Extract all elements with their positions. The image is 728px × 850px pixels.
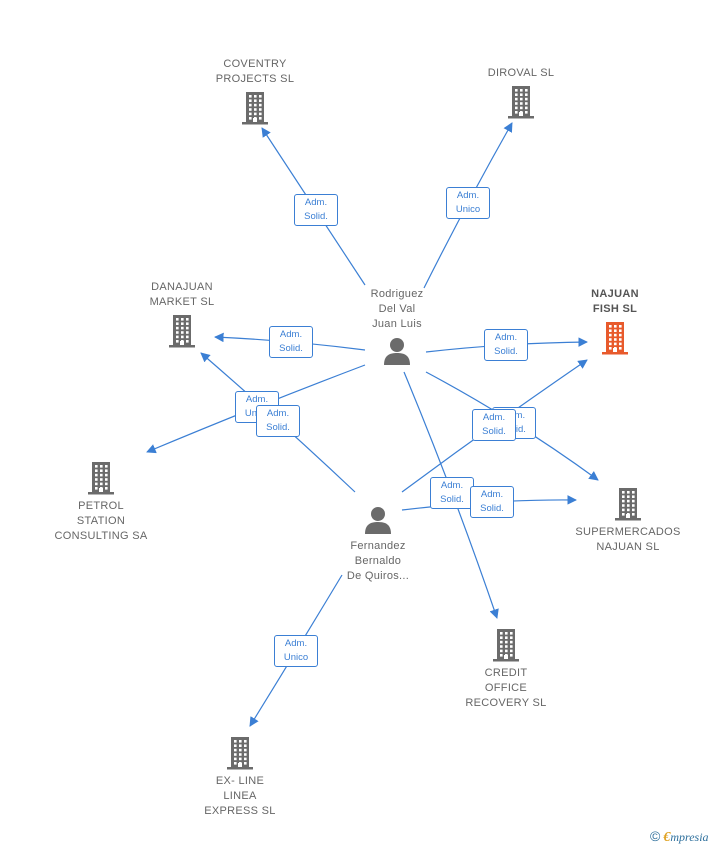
role-badge[interactable]: Adm. Solid.	[484, 329, 528, 361]
building-icon	[558, 487, 698, 521]
company-name: EX- LINE LINEA EXPRESS SL	[204, 775, 276, 817]
role-badge[interactable]: Adm. Unico	[274, 635, 318, 667]
person-node-rodriguez[interactable]: Rodriguez Del Val Juan Luis	[327, 287, 467, 366]
company-node-petrol[interactable]: PETROL STATION CONSULTING SA	[31, 461, 171, 544]
role-badge[interactable]: Adm. Solid.	[430, 477, 474, 509]
company-name: COVENTRY PROJECTS SL	[215, 58, 295, 85]
building-icon	[436, 628, 576, 662]
person-icon	[327, 336, 467, 366]
person-icon	[308, 505, 448, 535]
company-node-supermercados[interactable]: SUPERMERCADOS NAJUAN SL	[558, 487, 698, 555]
role-badge[interactable]: Adm. Solid.	[269, 326, 313, 358]
building-icon	[451, 85, 591, 119]
person-name: Fernandez Bernaldo De Quiros...	[346, 540, 410, 582]
company-name: NAJUAN FISH SL	[591, 288, 639, 315]
building-icon	[185, 91, 325, 125]
building-icon	[170, 736, 310, 770]
company-node-exline[interactable]: EX- LINE LINEA EXPRESS SL	[170, 736, 310, 819]
role-badge[interactable]: Adm. Solid.	[472, 409, 516, 441]
company-node-credit[interactable]: CREDIT OFFICE RECOVERY SL	[436, 628, 576, 711]
role-badge[interactable]: Adm. Unico	[446, 187, 490, 219]
company-node-diroval[interactable]: DIROVAL SL	[451, 66, 591, 119]
role-badge[interactable]: Adm. Solid.	[294, 194, 338, 226]
company-name: CREDIT OFFICE RECOVERY SL	[465, 667, 547, 709]
company-name: SUPERMERCADOS NAJUAN SL	[575, 526, 681, 553]
company-node-coventry[interactable]: COVENTRY PROJECTS SL	[185, 57, 325, 125]
company-node-danajuan[interactable]: DANAJUAN MARKET SL	[112, 280, 252, 348]
role-badge[interactable]: Adm. Solid.	[470, 486, 514, 518]
company-name: DIROVAL SL	[487, 67, 555, 79]
building-icon	[112, 314, 252, 348]
building-icon	[31, 461, 171, 495]
company-name: PETROL STATION CONSULTING SA	[54, 500, 148, 542]
company-name: DANAJUAN MARKET SL	[149, 281, 215, 308]
building-icon	[545, 321, 685, 355]
person-name: Rodriguez Del Val Juan Luis	[370, 288, 424, 330]
company-node-najuan_fish[interactable]: NAJUAN FISH SL	[545, 287, 685, 355]
empresia-logo[interactable]: ©€mpresia	[650, 828, 709, 845]
person-node-fernandez[interactable]: Fernandez Bernaldo De Quiros...	[308, 505, 448, 584]
role-badge[interactable]: Adm. Solid.	[256, 405, 300, 437]
